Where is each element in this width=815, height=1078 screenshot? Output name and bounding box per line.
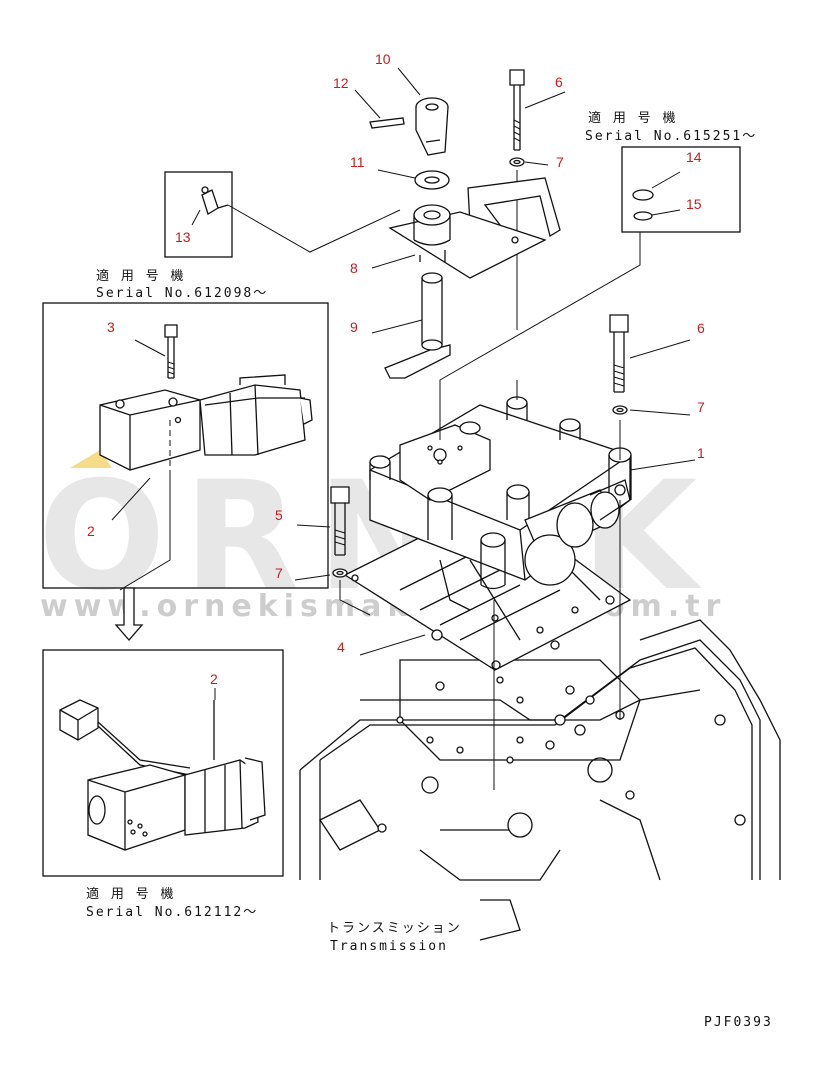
- leader-lines: [111, 67, 696, 700]
- solenoid-detail-box-lower: [42, 649, 284, 877]
- transmission-housing: [299, 619, 781, 941]
- detail-box-14-15: [439, 146, 741, 440]
- housing-holes: [396, 676, 625, 764]
- callout-15: 15: [686, 196, 702, 212]
- callout-6-upper: 6: [555, 74, 563, 90]
- callout-11: 11: [350, 154, 365, 170]
- callout-13: 13: [175, 229, 191, 245]
- callout-3: 3: [107, 319, 115, 335]
- detail-box-13: [164, 171, 401, 258]
- callout-9: 9: [350, 319, 358, 335]
- serial-notes: 適 用 号 機 Serial No.615251～ 適 用 号 機 Serial…: [86, 110, 757, 920]
- callout-2-upper: 2: [87, 523, 95, 539]
- pin-part-12: [369, 117, 405, 129]
- callout-12: 12: [333, 75, 349, 91]
- washer-part-7-right: [612, 405, 628, 415]
- transmission-label-jp: トランスミッション: [327, 921, 462, 936]
- serial-title-left-lower: 適 用 号 機: [86, 886, 175, 902]
- callout-5: 5: [275, 507, 283, 523]
- serial-number-left-upper: Serial No.612098～: [96, 286, 268, 301]
- down-arrow: [114, 587, 144, 641]
- drawing-code: PJF0393: [704, 1015, 773, 1030]
- serial-title-left-upper: 適 用 号 機: [96, 268, 185, 284]
- bolt-part-6-upper: [509, 69, 525, 151]
- serial-number-left-lower: Serial No.612112～: [86, 905, 258, 920]
- callout-7-right: 7: [697, 399, 705, 415]
- callout-10: 10: [375, 51, 391, 67]
- callout-6-right: 6: [697, 320, 705, 336]
- shaft-part-9: [384, 272, 451, 379]
- solenoid-detail-box-upper: [42, 302, 329, 591]
- callout-2-lower: 2: [210, 671, 218, 687]
- callout-14: 14: [686, 149, 702, 165]
- transmission-label: トランスミッション Transmission: [327, 921, 462, 954]
- callout-7-upper: 7: [556, 154, 564, 170]
- bolt-part-6-right: [609, 314, 629, 393]
- callout-1: 1: [697, 445, 705, 461]
- serial-title-top-right: 適 用 号 機: [588, 110, 677, 126]
- callout-8: 8: [350, 260, 358, 276]
- serial-number-top-right: Serial No.615251～: [585, 129, 757, 144]
- valve-body-part-1: [369, 396, 632, 590]
- bolt-part-5: [330, 486, 350, 556]
- callouts: 10 12 6 11 7 14 15 13 8 9 6 7 1 5 7 4 3 …: [87, 51, 705, 687]
- clamp-part-10: [415, 97, 449, 156]
- callout-7-left: 7: [275, 565, 283, 581]
- plate-part-8: [388, 204, 547, 279]
- washer-part-7-left: [332, 568, 348, 578]
- transmission-label-en: Transmission: [330, 939, 448, 954]
- callout-4: 4: [337, 639, 345, 655]
- washer-part-11: [414, 170, 450, 190]
- washer-part-7-upper: [509, 157, 525, 167]
